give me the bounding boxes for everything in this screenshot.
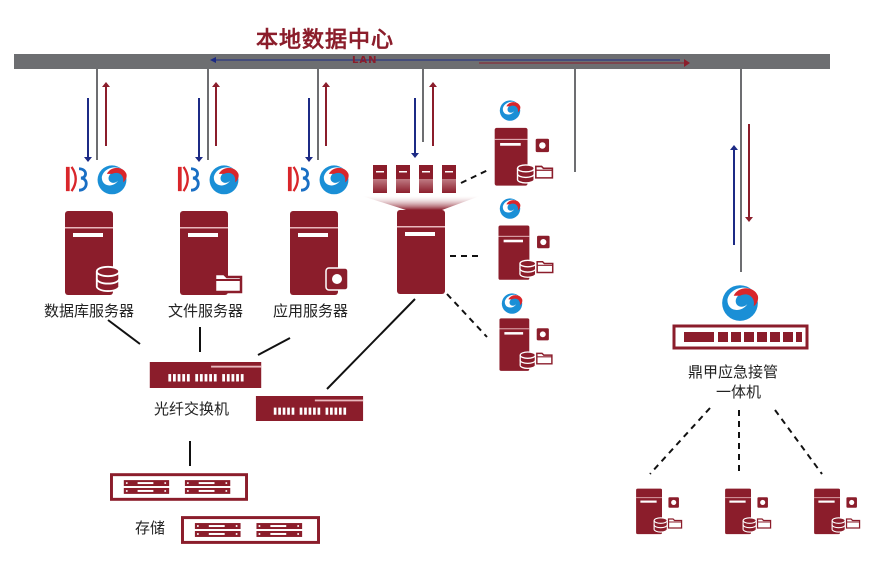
lan-arrowhead-right [684, 59, 690, 67]
db-logo-icon [65, 165, 88, 193]
swirl-logo-icon [319, 165, 349, 195]
swirl-logo-icon [209, 165, 239, 195]
backup-server-icon [498, 226, 552, 280]
lan-bar [14, 54, 830, 69]
dashed-link-vm [460, 169, 489, 184]
dashed-link-host-low [446, 293, 488, 338]
storage-label: 存储 [135, 519, 166, 537]
backup-server-icon [495, 128, 553, 186]
restore-server-icon [814, 489, 860, 535]
link-host-switch [326, 298, 416, 390]
backup-server-icon [499, 318, 552, 371]
down-arrowhead [305, 157, 313, 162]
database-icon [95, 265, 121, 293]
storage-array-icon [181, 516, 320, 544]
dashed-link-app-3 [774, 409, 823, 475]
up-arrowhead [322, 82, 330, 87]
db-server-label: 数据库服务器 [44, 302, 135, 320]
db-logo-icon [177, 165, 200, 193]
swirl-logo-icon [722, 285, 759, 321]
up-arrowhead [212, 82, 220, 87]
swirl-logo-icon [499, 198, 521, 219]
diagram-title: 本地数据中心 [255, 28, 394, 53]
restore-server-icon [725, 489, 771, 535]
up-arrowhead [102, 82, 110, 87]
swirl-logo-icon [501, 293, 523, 314]
folder-icon [213, 272, 243, 294]
swirl-logo-icon [499, 100, 521, 121]
down-arrowhead [195, 157, 203, 162]
link-app-switch [257, 337, 291, 356]
lan-arrowhead-left [210, 57, 216, 63]
up-arrowhead [429, 82, 437, 87]
up-arrowhead [730, 145, 738, 150]
lan-label: LAN [352, 55, 378, 66]
vm-cluster [362, 165, 480, 210]
restore-server-icon [636, 489, 682, 535]
down-arrowhead [411, 153, 419, 158]
dashed-link-app-1 [649, 407, 711, 475]
appliance-icon [672, 324, 809, 350]
fiber-switch-icon [255, 396, 364, 421]
link-db-switch [107, 319, 141, 345]
fiber-switch-icon [149, 362, 262, 388]
down-arrowhead [745, 217, 753, 222]
app-icon [325, 267, 349, 291]
fiber-switch-label: 光纤交换机 [154, 400, 230, 418]
swirl-logo-icon [97, 165, 127, 195]
db-logo-icon [287, 165, 310, 193]
host-server-icon [397, 210, 445, 294]
appliance-label-line1: 鼎甲应急接管 [688, 363, 779, 381]
app-server-label: 应用服务器 [273, 302, 349, 320]
down-arrowhead [84, 157, 92, 162]
appliance-label-line2: 一体机 [716, 383, 762, 401]
storage-array-icon [110, 473, 248, 501]
file-server-label: 文件服务器 [168, 302, 244, 320]
